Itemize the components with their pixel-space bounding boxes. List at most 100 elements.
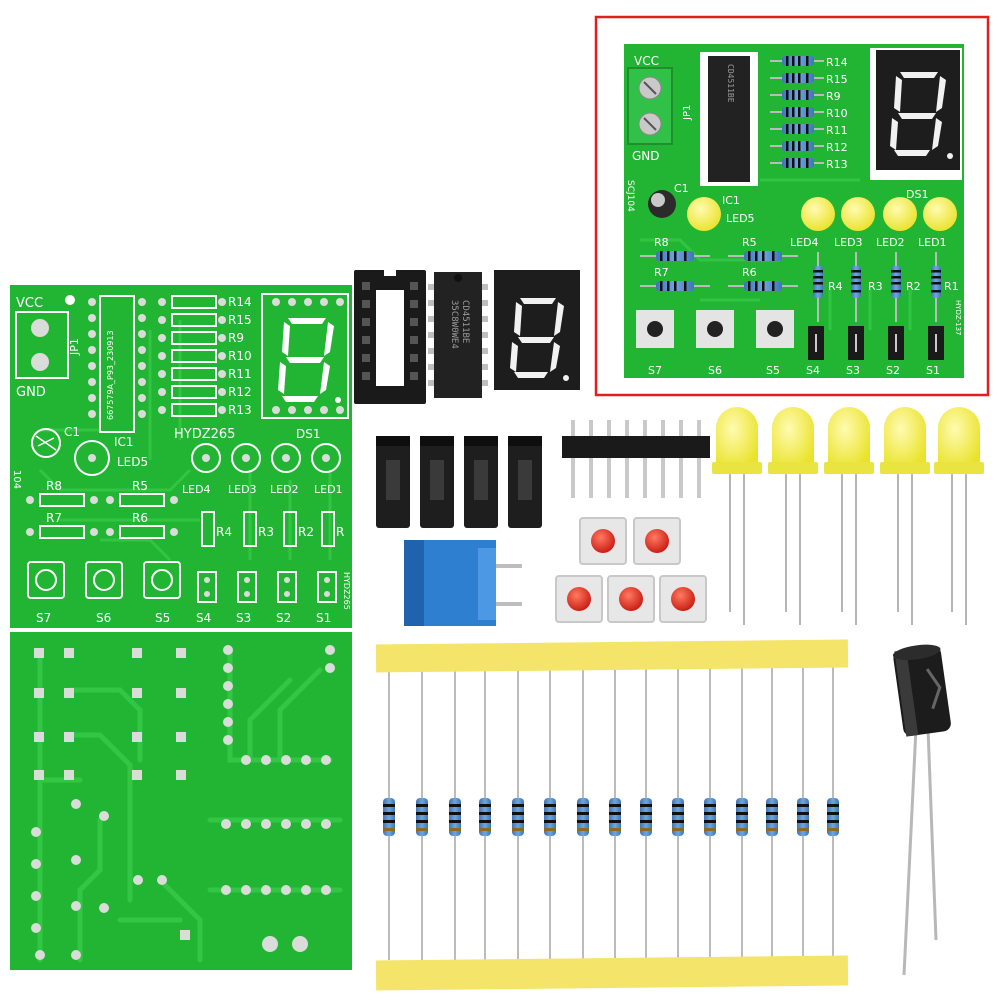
resistor — [672, 798, 684, 836]
assembled-ic1: IC1 — [722, 194, 740, 207]
asm-s1: S1 — [926, 364, 940, 377]
front-r14: R14 — [228, 295, 252, 309]
asm-s3: S3 — [846, 364, 860, 377]
resistor — [770, 90, 824, 100]
resistor — [827, 798, 839, 836]
front-r9: R9 — [228, 331, 244, 345]
asm-r14: R14 — [826, 56, 848, 69]
resistor — [640, 281, 710, 291]
front-vcc-label: VCC — [16, 296, 43, 311]
front-led3: LED3 — [228, 483, 257, 496]
front-jp1-label: JP1 — [68, 338, 81, 356]
resistor — [797, 798, 809, 836]
asm-led4: LED4 — [790, 236, 819, 249]
resistor — [770, 158, 824, 168]
asm-s5: S5 — [766, 364, 780, 377]
resistor — [609, 798, 621, 836]
front-ds1-label: DS1 — [296, 427, 321, 441]
front-ic1-label: IC1 — [114, 435, 134, 449]
assembled-resistors-vertical — [813, 252, 941, 322]
front-s7: S7 — [36, 611, 51, 625]
resistor — [544, 798, 556, 836]
asm-r8: R8 — [654, 236, 669, 249]
asm-s4: S4 — [806, 364, 820, 377]
resistor — [770, 56, 824, 66]
assembled-vcc: VCC — [634, 54, 659, 68]
asm-led3: LED3 — [834, 236, 863, 249]
front-r6: R6 — [132, 511, 148, 525]
asm-r5: R5 — [742, 236, 757, 249]
front-r1: R — [336, 525, 344, 539]
assembled-led5: LED5 — [726, 212, 755, 225]
asm-r1: R1 — [944, 280, 959, 293]
front-pcb: VCC GND JP1 667579A_P93_230913 IC1 R14 — [10, 285, 352, 628]
seven-segment-display — [494, 270, 580, 390]
front-r2: R2 — [298, 525, 314, 539]
asm-led2: LED2 — [876, 236, 905, 249]
chip-marking-1: 35C8W0WE4 — [449, 300, 459, 349]
asm-led1: LED1 — [918, 236, 947, 249]
assembled-cap-code: SCJ104 — [625, 180, 635, 212]
front-s4: S4 — [196, 611, 211, 625]
assembled-chip-marking: CD4511BE — [726, 64, 735, 103]
asm-r9: R9 — [826, 90, 841, 103]
resistor — [770, 73, 824, 83]
asm-r11: R11 — [826, 124, 848, 137]
assembled-jp1: JP1 — [682, 105, 693, 121]
front-ic-code: 667579A_P93_230913 — [106, 330, 115, 420]
front-r13: R13 — [228, 403, 252, 417]
electrolytic-capacitor — [892, 644, 951, 976]
resistor — [383, 798, 395, 836]
front-s5: S5 — [155, 611, 170, 625]
front-cap-code: 104 — [11, 470, 22, 489]
screw-terminal — [404, 540, 522, 626]
resistor — [770, 107, 824, 117]
tact-switches — [555, 517, 707, 623]
resistor — [813, 252, 823, 322]
resistor — [728, 251, 798, 261]
resistor — [479, 798, 491, 836]
back-pcb — [10, 632, 352, 970]
front-led1: LED1 — [314, 483, 343, 496]
asm-r7: R7 — [654, 266, 669, 279]
assembled-gnd: GND — [632, 149, 660, 163]
asm-r13: R13 — [826, 158, 848, 171]
resistor — [577, 798, 589, 836]
front-gnd-label: GND — [16, 385, 46, 400]
resistor — [766, 798, 778, 836]
asm-r2: R2 — [906, 280, 921, 293]
assembled-resistors-horizontal — [640, 251, 798, 291]
asm-edge-text: HYDZ-137 — [954, 300, 962, 336]
asm-r6: R6 — [742, 266, 757, 279]
resistor — [851, 252, 861, 322]
resistor — [891, 252, 901, 322]
front-r10: R10 — [228, 349, 252, 363]
front-r8: R8 — [46, 479, 62, 493]
assembled-resistor-column — [770, 56, 824, 168]
resistor — [728, 281, 798, 291]
asm-r4: R4 — [828, 280, 843, 293]
front-r7: R7 — [46, 511, 62, 525]
asm-r15: R15 — [826, 73, 848, 86]
front-r11: R11 — [228, 367, 252, 381]
front-r3: R3 — [258, 525, 274, 539]
asm-s6: S6 — [708, 364, 722, 377]
resistor — [512, 798, 524, 836]
yellow-leds — [712, 407, 984, 625]
front-r5: R5 — [132, 479, 148, 493]
chip-marking-2: CD4511BE — [460, 300, 470, 343]
front-model-label: HYDZ265 — [174, 427, 235, 442]
front-led4: LED4 — [182, 483, 211, 496]
front-s1: S1 — [316, 611, 331, 625]
assembled-c1: C1 — [674, 182, 689, 195]
front-led2: LED2 — [270, 483, 299, 496]
cd4511-chip: 35C8W0WE4 CD4511BE — [428, 272, 488, 398]
front-s3: S3 — [236, 611, 251, 625]
front-s2: S2 — [276, 611, 291, 625]
resistor — [640, 798, 652, 836]
front-r15: R15 — [228, 313, 252, 327]
assembled-ds1: DS1 — [906, 188, 928, 201]
asm-s2: S2 — [886, 364, 900, 377]
asm-s7: S7 — [648, 364, 662, 377]
